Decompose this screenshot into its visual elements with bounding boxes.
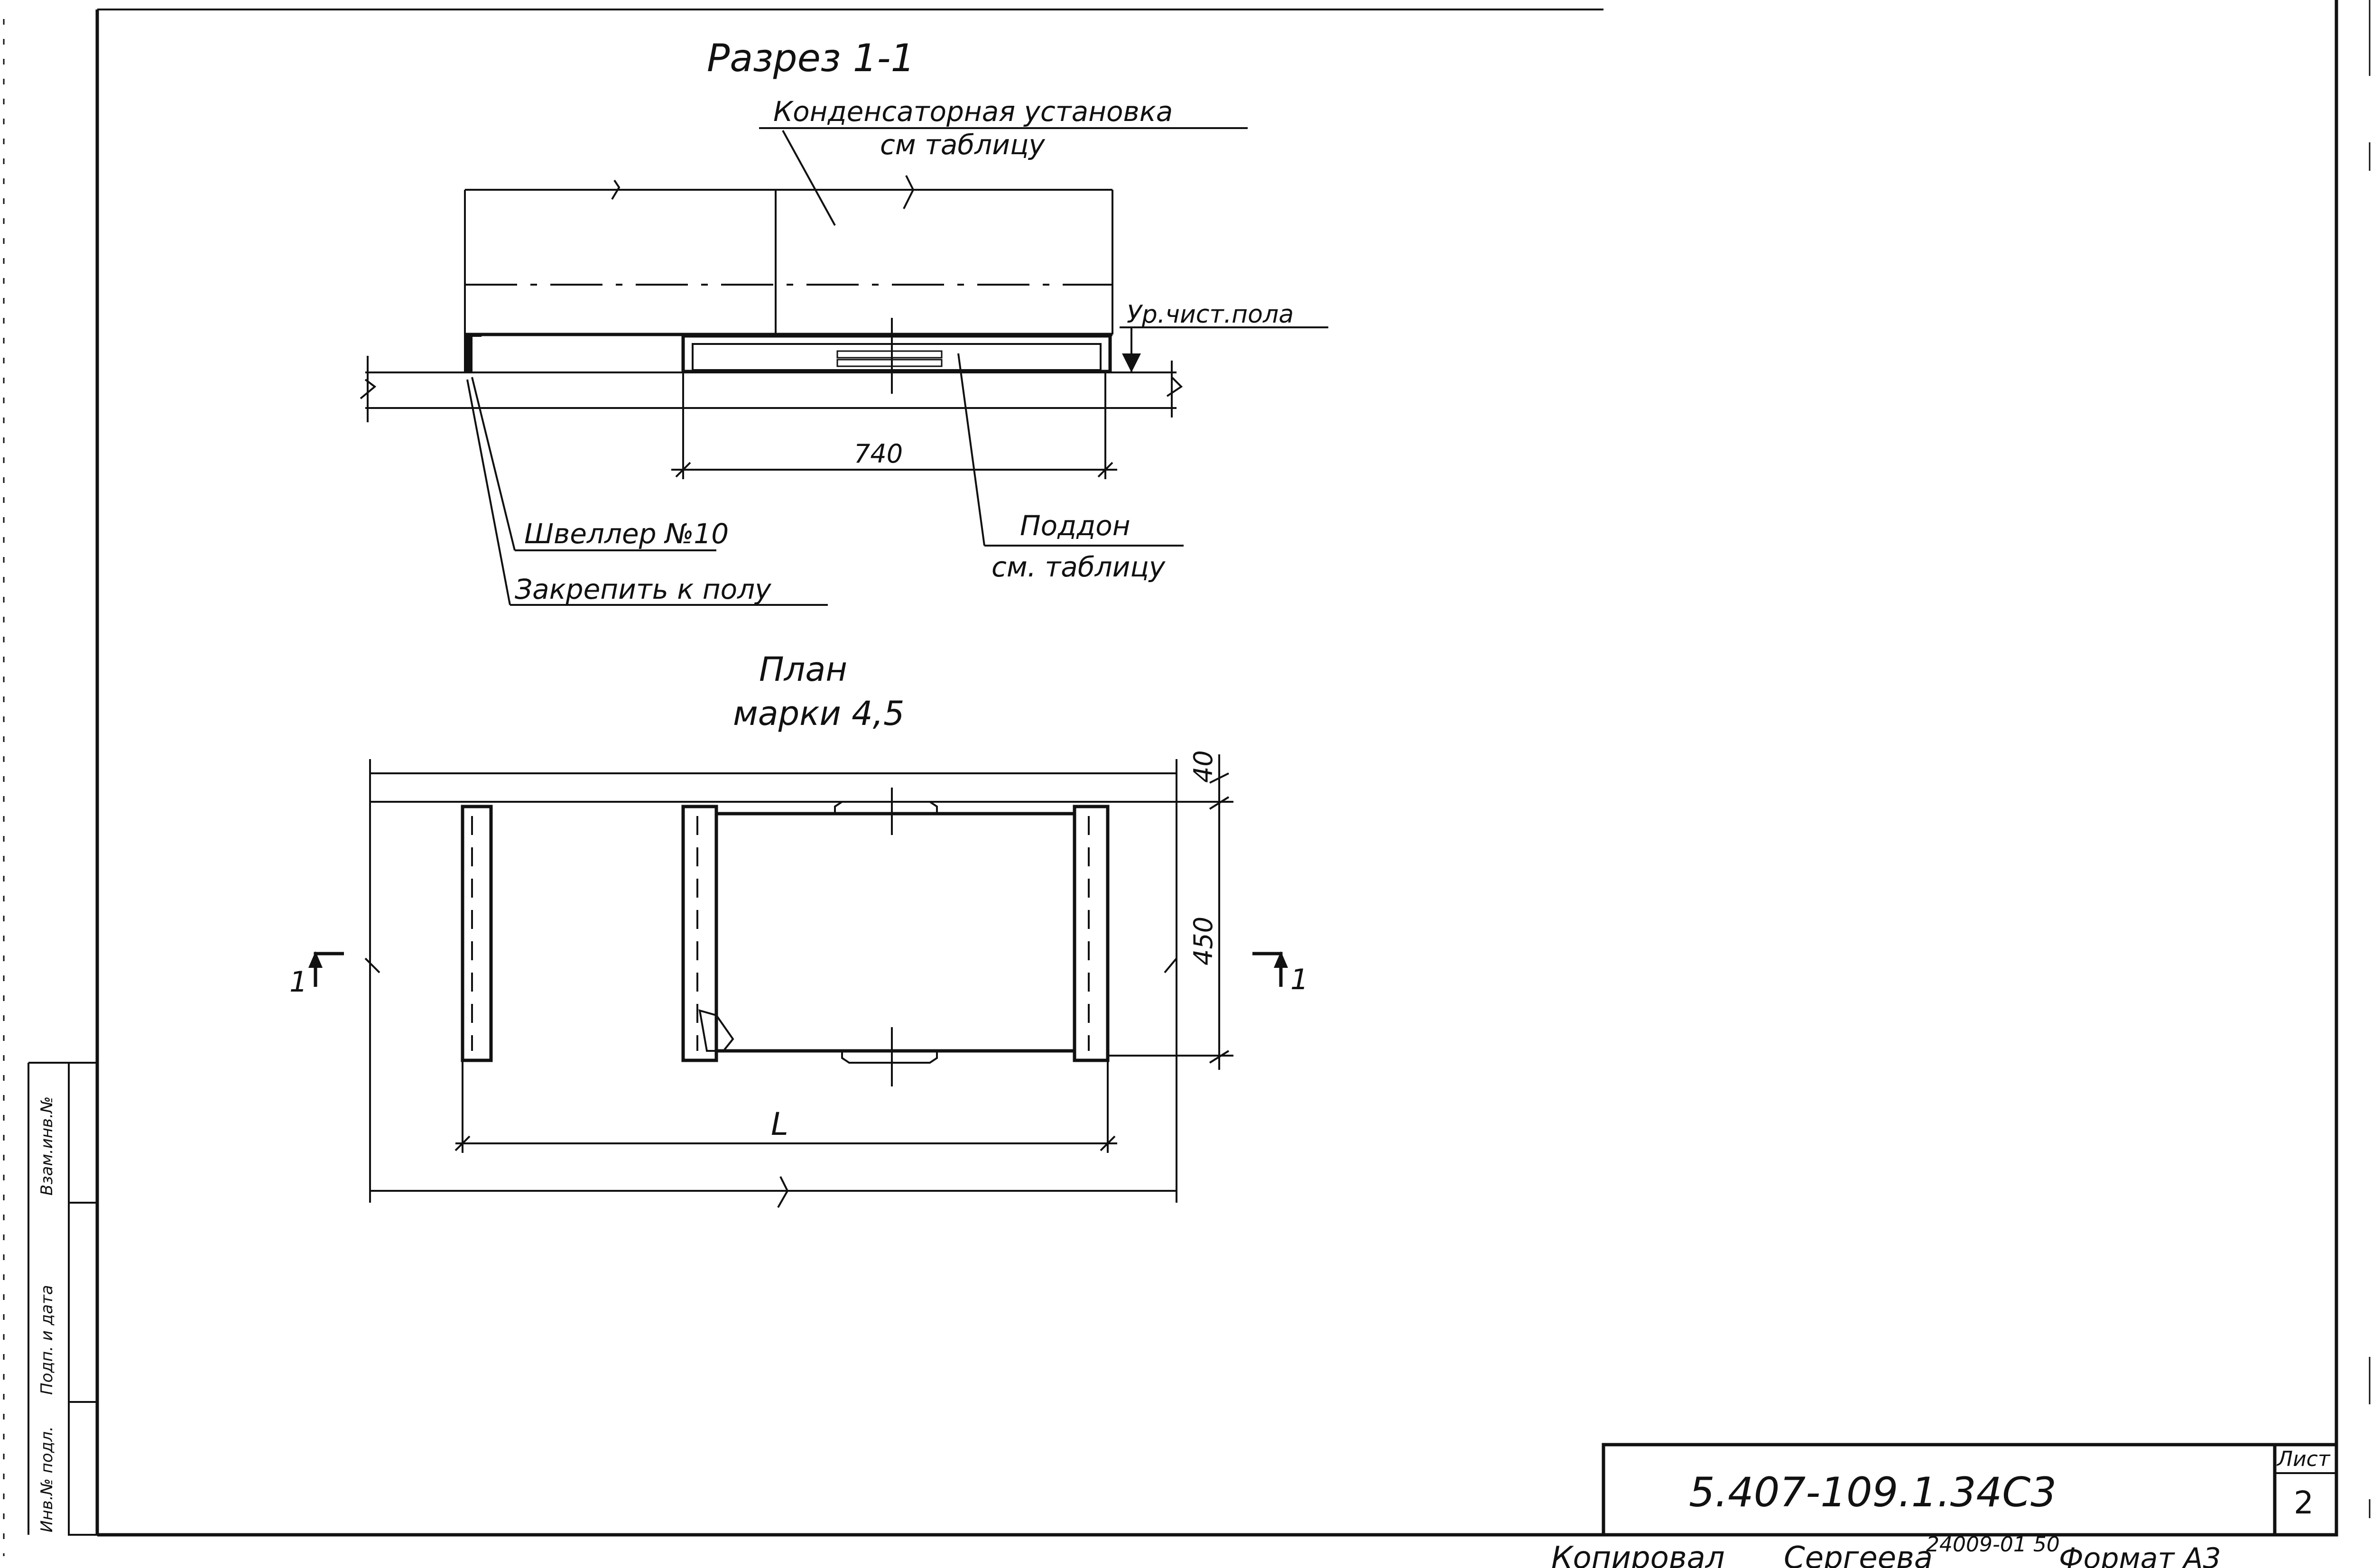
left-binding-strip: Инв.№ подл. Подп. и дата Взам.инв.№ [28,1062,98,1536]
plan-view: План марки 4,5 [289,650,1308,1208]
cut-mark-right: 1 [1164,951,1308,996]
section-title: Разрез 1-1 [707,36,915,80]
tray-label: Поддон [1020,510,1130,542]
tray [681,318,1112,479]
plan-subtitle: марки 4,5 [733,694,904,733]
cut-left-label: 1 [289,965,307,999]
doc-code: 5.407-109.1.34С3 [1689,1469,2057,1516]
condenser-unit [464,175,1113,334]
channel-label: Швеллер №10 [524,518,729,550]
dim-40-text: 40 [1188,750,1218,783]
sheet-label: Лист [2276,1447,2331,1471]
dim-40-450: 40 450 [1108,750,1233,1070]
replace-inv-label: Взам.инв.№ [37,1096,56,1196]
cut-right-label: 1 [1290,963,1308,996]
section-1-1: Разрез 1-1 Конденсаторная установка см т… [360,36,1328,606]
condenser-label: Конденсаторная установка [773,95,1173,128]
channel-section [464,334,482,372]
copied-label: Копировал [1551,1540,1725,1568]
sheet-frame [3,0,2371,1556]
inv-no-label: Инв.№ подл. [37,1426,56,1532]
dim-L-text: L [771,1106,788,1142]
cut-mark-left: 1 [289,951,380,999]
floor-level-label: Ур.чист.пола [1127,300,1294,329]
floor-level-arrow [1122,353,1141,372]
dim-740: 740 [671,439,1117,478]
condenser-leader [782,130,836,226]
copier-name: Сергеева [1784,1540,1933,1568]
floor-base [360,333,1183,422]
sign-date-label: Подп. и дата [37,1285,56,1395]
plan-title: План [759,650,847,689]
fix-label: Закрепить к полу [515,573,771,605]
dim-450-text: 450 [1188,917,1218,965]
format-label: Формат А3 [2059,1542,2221,1568]
archive-number: 24009-01 50 [1926,1532,2060,1557]
plan-tray [681,788,1110,1086]
tray-sub: см. таблицу [991,551,1166,583]
dim-740-text: 740 [854,439,903,469]
sheet-number: 2 [2294,1484,2314,1521]
condenser-sub: см таблицу [880,129,1045,161]
dim-L: L [454,1060,1117,1153]
plan-channel-left [461,805,493,1062]
title-block: 5.407-109.1.34С3 Лист 2 24009-01 50 Копи… [1551,1443,2338,1568]
